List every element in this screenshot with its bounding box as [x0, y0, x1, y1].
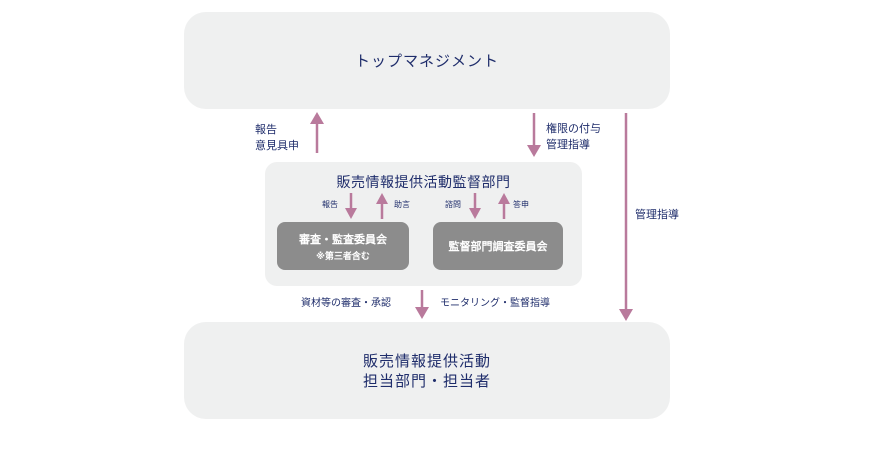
review-audit-committee: 審査・監査委員会 ※第三者含む — [277, 222, 409, 270]
review-approval-label: 資材等の審査・承認 — [301, 298, 391, 309]
supervision-dept-title: 販売情報提供活動監督部門 — [336, 175, 511, 191]
inner-inquiry-label: 諮問 — [445, 200, 461, 209]
sales-dept-box: 販売情報提供活動 担当部門・担当者 — [184, 322, 670, 419]
monitoring-label: モニタリング・監督指導 — [440, 298, 550, 309]
inner-advice-label: 助言 — [394, 200, 410, 209]
arrow-inner-report — [345, 193, 357, 219]
inner-response-label: 答申 — [513, 200, 529, 209]
arrow-down-right — [619, 113, 633, 321]
inner-report-label: 報告 — [322, 200, 338, 209]
sales-dept-line2: 担当部門・担当者 — [362, 371, 491, 390]
authority-label: 権限の付与 — [546, 122, 601, 135]
arrow-inner-advice — [376, 193, 388, 219]
supervision-investigation-committee: 監督部門調査委員会 — [433, 222, 563, 270]
top-management-box: トップマネジメント — [184, 12, 670, 109]
opinion-label: 意見具申 — [255, 139, 299, 152]
arrow-down-to-bottom — [415, 290, 429, 319]
arrow-inner-inquiry — [469, 193, 481, 219]
sales-dept-line1: 販売情報提供活動 — [362, 351, 491, 370]
guidance-label: 管理指導 — [546, 138, 590, 151]
arrow-up-to-top — [310, 112, 324, 153]
supervision-investigation-committee-name: 監督部門調査委員会 — [448, 240, 548, 253]
guidance-right-label: 管理指導 — [635, 208, 679, 221]
review-audit-committee-name: 審査・監査委員会 — [299, 232, 387, 246]
review-audit-committee-note: ※第三者含む — [316, 251, 370, 262]
arrow-down-to-mid — [527, 113, 541, 157]
supervision-dept-box: 販売情報提供活動監督部門 報告 助言 諮問 答申 審査・監査委員会 ※第三者含む… — [265, 162, 582, 286]
arrow-inner-response — [498, 193, 510, 219]
top-management-label: トップマネジメント — [354, 51, 499, 70]
report-label: 報告 — [255, 123, 277, 136]
